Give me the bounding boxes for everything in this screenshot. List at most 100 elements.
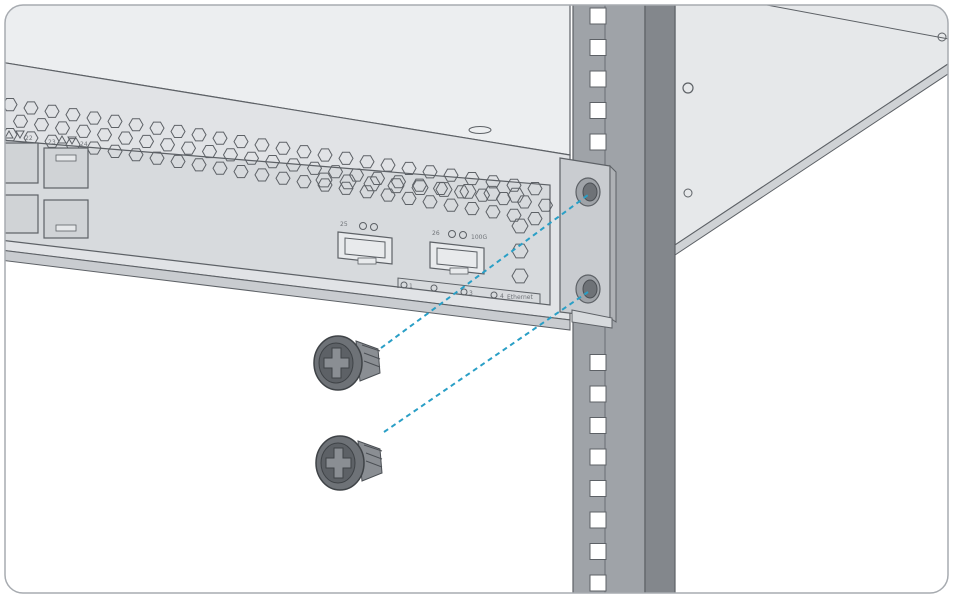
vent-hole [363, 176, 381, 192]
vent-hole [170, 124, 186, 138]
rj45-port[interactable] [43, 147, 89, 189]
vent-hole [511, 268, 529, 284]
status-led [460, 288, 468, 296]
vent-hole [464, 202, 480, 216]
vent-hole [296, 145, 312, 159]
rj45-port[interactable] [43, 199, 89, 239]
vent-hole [86, 111, 102, 125]
sfp-port-26[interactable]: 26 100G [429, 230, 487, 275]
vent-hole [369, 171, 386, 185]
rail-square-hole [589, 448, 607, 466]
mounting-bracket [559, 157, 617, 329]
vent-hole [5, 98, 18, 112]
vent-hole [233, 165, 249, 179]
vent-hole [338, 151, 354, 165]
vent-hole [411, 178, 428, 192]
vent-hole [96, 128, 113, 142]
vent-hole [212, 131, 228, 145]
rack-rail [572, 5, 676, 593]
vent-hole [264, 155, 281, 169]
status-led [359, 222, 367, 230]
phillips-screw-icon [315, 435, 383, 491]
vent-hole [380, 158, 396, 172]
vent-hole [339, 174, 357, 190]
vent-hole [422, 165, 438, 179]
vent-hole [285, 158, 302, 172]
rail-square-hole [589, 70, 607, 88]
rail-square-hole [589, 102, 607, 119]
vent-hole [159, 138, 176, 152]
rail-square-hole [589, 7, 607, 25]
vent-hole [275, 171, 291, 185]
vent-hole [359, 155, 375, 169]
vent-hole [149, 121, 165, 135]
led-strip: 1 3 4 Ethernet [397, 277, 541, 304]
shelf-hole [683, 188, 693, 198]
port-label-23: 23 [48, 139, 56, 146]
vent-hole [222, 148, 239, 162]
rj45-port[interactable] [0, 142, 39, 184]
rj45-port[interactable] [0, 194, 39, 234]
vent-hole [54, 121, 71, 135]
rail-square-hole [589, 511, 607, 529]
vent-hole [387, 178, 405, 194]
vent-hole [483, 185, 501, 201]
vent-hole [411, 180, 429, 195]
panel-hex-vents [315, 172, 529, 284]
vent-hole [459, 184, 477, 199]
shelf-hole [937, 32, 947, 42]
vent-hole [243, 151, 260, 165]
vent-hole [296, 175, 312, 189]
vent-hole [511, 218, 529, 234]
status-led [400, 281, 408, 289]
vent-hole [537, 198, 554, 212]
vent-hole [317, 148, 333, 162]
vent-hole [275, 141, 291, 155]
vent-hole [506, 208, 522, 222]
vent-hole [128, 118, 144, 132]
vent-hole [75, 124, 92, 138]
port-label-25: 25 [340, 221, 348, 228]
diagram-frame [4, 4, 949, 594]
vent-hole [359, 185, 375, 199]
speed-label: 100G [471, 234, 487, 241]
status-led [459, 231, 467, 239]
rj45-port-group: 22 23 24 [0, 129, 89, 239]
status-led [490, 291, 498, 299]
vent-hole [401, 191, 417, 205]
vent-hole [138, 134, 155, 148]
vent-hole [180, 141, 197, 155]
rail-square-hole [589, 39, 607, 56]
vent-hole [212, 161, 228, 175]
vent-hole [306, 161, 323, 175]
port-label-24: 24 [80, 141, 88, 148]
rail-square-hole [589, 574, 607, 592]
vent-hole [506, 178, 522, 192]
rail-square-hole [589, 480, 607, 497]
vent-hole [149, 151, 165, 165]
vent-hole [107, 144, 123, 158]
status-led [448, 230, 456, 238]
vent-hole [5, 128, 18, 142]
vent-hole [128, 148, 144, 162]
vent-hole [390, 175, 407, 189]
front-panel [5, 139, 551, 306]
vent-hole [338, 181, 354, 195]
vent-hole [233, 135, 249, 149]
rail-square-hole [589, 417, 607, 434]
vent-hole [117, 131, 134, 145]
rail-square-hole [589, 133, 607, 151]
led-label-4: 4 [500, 293, 504, 300]
led-label-3: 3 [469, 290, 473, 297]
vent-hole [380, 188, 396, 202]
status-led [370, 223, 378, 231]
port-label-26: 26 [432, 230, 440, 237]
vent-hole [33, 118, 50, 132]
sfp-port-25[interactable]: 25 [337, 221, 393, 265]
vent-hole [191, 128, 207, 142]
vent-hole [527, 212, 543, 226]
vent-hole [254, 138, 270, 152]
vent-hole [65, 108, 81, 122]
